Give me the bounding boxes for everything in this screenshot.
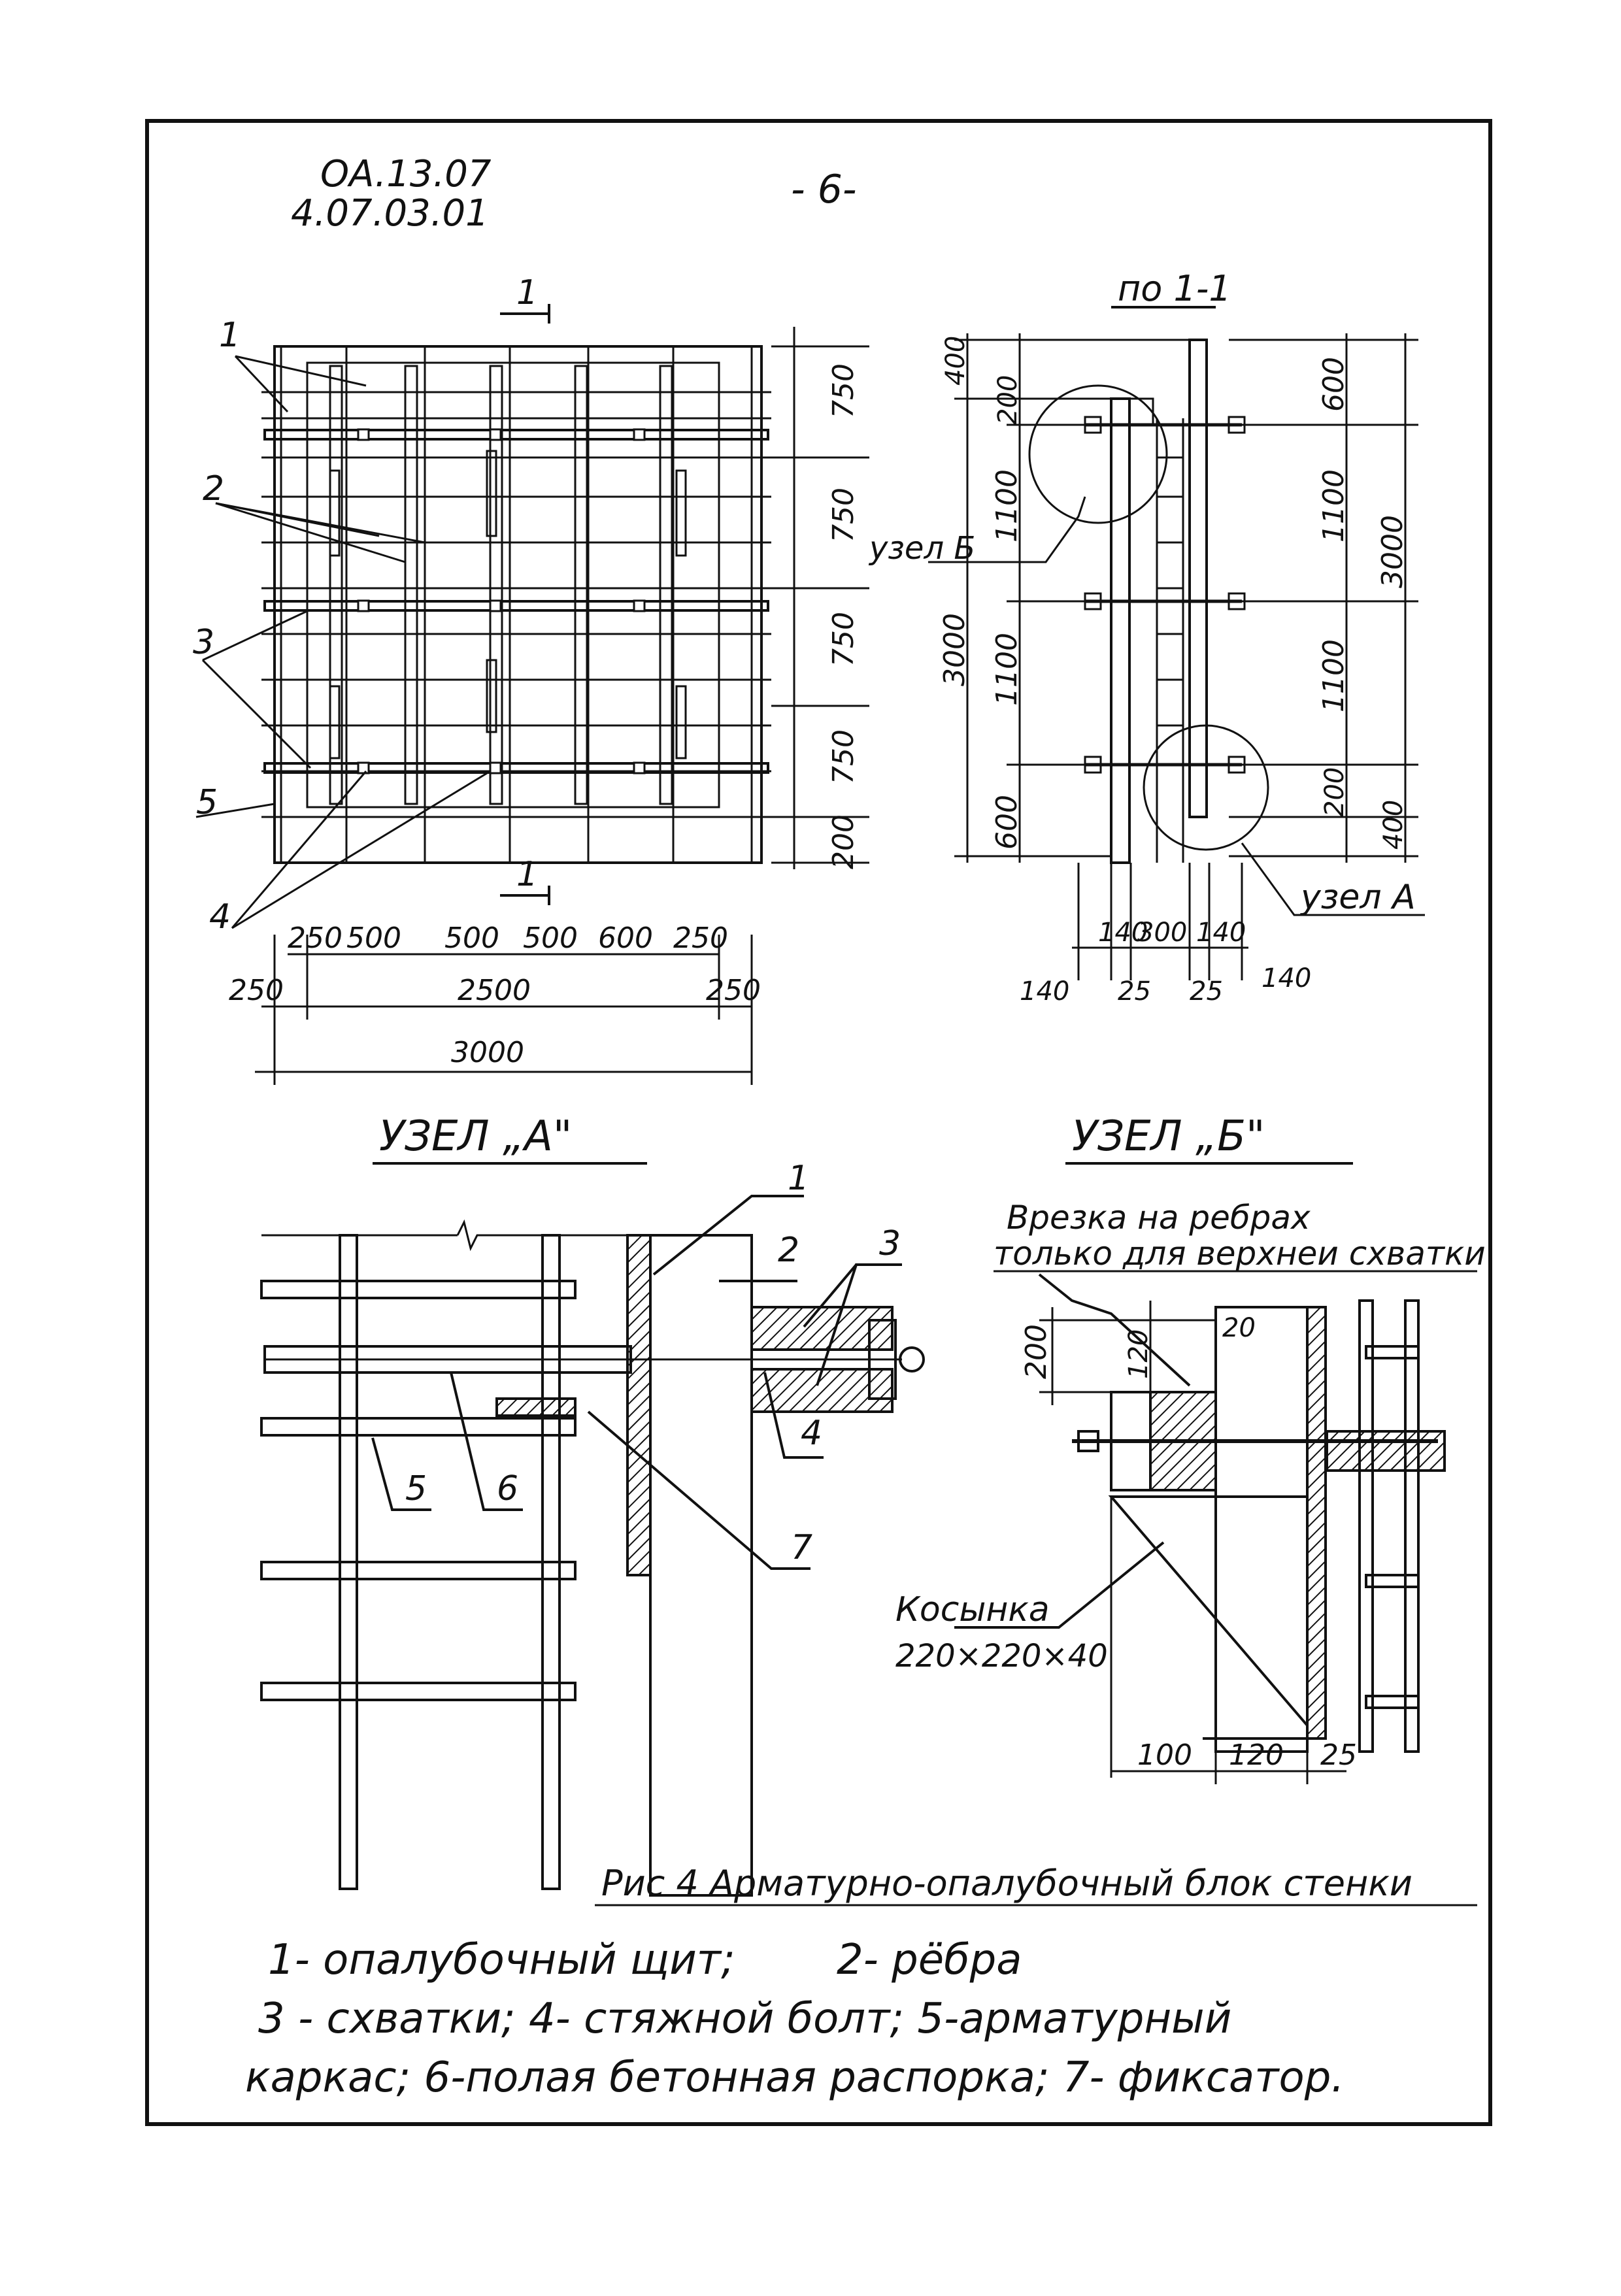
sheet-frame	[145, 119, 1492, 2126]
callout-4: 4	[209, 897, 231, 937]
sec-bot-140-c: 140	[1020, 976, 1069, 1007]
dim-600: 600	[598, 922, 653, 955]
elevation-bottom-dims	[255, 935, 753, 1085]
sec-bot-25-b: 25	[1190, 976, 1223, 1007]
section-mark-top: 1	[516, 273, 538, 312]
sec-dim-1100-right-a: 1100	[1317, 469, 1350, 542]
sec-dim-400-bottom: 400	[1379, 800, 1409, 850]
dim-750-c: 750	[827, 612, 860, 667]
elevation-view	[195, 304, 771, 929]
sec-bot-140-b: 140	[1196, 918, 1246, 948]
panel-outline	[273, 345, 763, 864]
dim-250-a: 250	[288, 922, 343, 955]
elevation-right-dim-labels: 750 750 750 750 200	[827, 363, 860, 869]
node-b-label: узел Б	[868, 530, 975, 567]
sec-dim-3000-right: 3000	[1376, 515, 1409, 588]
sec-dim-400-top: 400	[941, 336, 971, 386]
tie-bolts	[357, 428, 646, 774]
callout-3: 3	[193, 623, 214, 662]
elevation-right-dims	[771, 327, 869, 869]
node-a-callout-3: 3	[879, 1224, 901, 1263]
node-a-callout-6: 6	[497, 1469, 518, 1508]
ribs	[329, 365, 673, 805]
section-labels: по 1-1 400 3000 200 1100 1100 600 600 11…	[868, 268, 1416, 1007]
elevation-labels: 1 1 1 2 3 5 4	[193, 273, 538, 937]
node-a-label: узел А	[1299, 878, 1416, 917]
legend-line2: 3 - схватки; 4- стяжной болт; 5-арматурн…	[258, 1995, 1231, 2043]
dim-500-b: 500	[444, 922, 499, 955]
node-b-bot-100: 100	[1137, 1739, 1192, 1772]
sec-dim-1100-left-a: 1100	[990, 469, 1024, 542]
node-a-callout-5: 5	[405, 1469, 427, 1508]
sec-dim-600-left: 600	[990, 795, 1024, 850]
node-a-callout-2: 2	[778, 1231, 799, 1270]
sec-bot-25-a: 25	[1118, 976, 1151, 1007]
node-b-note-line2: только для верхнеи схватки	[994, 1235, 1486, 1273]
callout-2: 2	[203, 469, 224, 508]
sec-dim-200-left: 200	[993, 375, 1023, 425]
node-a-title: УЗЕЛ „А"	[379, 1112, 572, 1161]
node-b-bot-25: 25	[1320, 1739, 1357, 1772]
doc-code-line2: 4.07.03.01	[291, 192, 489, 235]
sec-dim-200-right: 200	[1320, 767, 1350, 817]
node-a-circle	[1143, 724, 1269, 851]
dim-3000: 3000	[451, 1036, 524, 1069]
node-b-note-line1: Врезка на ребрах	[1007, 1199, 1311, 1237]
dim-2500: 2500	[458, 974, 531, 1007]
sec-bot-140-a: 140	[1098, 918, 1148, 948]
node-a-callout-1: 1	[788, 1159, 809, 1198]
doc-code-line1: OA.13.07	[320, 153, 492, 195]
node-b-labels: 200 120 20 Косынка 220×220×40 100 120 25	[895, 1313, 1357, 1772]
node-a-callout-7: 7	[791, 1528, 812, 1567]
node-b-dim-200: 200	[1020, 1324, 1053, 1379]
sec-dim-1100-left-b: 1100	[990, 633, 1024, 706]
dim-250-b: 250	[673, 922, 728, 955]
legend-line1-a: 1- опалубочный щит;	[268, 1936, 735, 1984]
dim-250-c: 250	[229, 974, 284, 1007]
sec-bot-140-d: 140	[1262, 963, 1311, 993]
node-b-title: УЗЕЛ „Б"	[1072, 1112, 1265, 1161]
gusset-size: 220×220×40	[895, 1638, 1108, 1674]
sec-dim-600-right: 600	[1317, 357, 1350, 412]
sec-bot-300: 300	[1137, 918, 1187, 948]
node-b-dim-120: 120	[1124, 1329, 1154, 1379]
header: OA.13.07 4.07.03.01 - 6-	[291, 153, 857, 235]
dim-750-d: 750	[827, 729, 860, 784]
wales	[263, 429, 769, 774]
dim-200: 200	[827, 814, 860, 869]
rebar-verticals	[280, 346, 753, 863]
dim-500-a: 500	[346, 922, 401, 955]
page-number: - 6-	[791, 167, 857, 212]
callout-5: 5	[196, 783, 218, 822]
dim-500-c: 500	[523, 922, 578, 955]
section-1-1	[928, 306, 1425, 980]
node-b-circle	[1028, 384, 1168, 524]
node-a-detail	[260, 1195, 925, 1897]
sec-dim-3000-left: 3000	[938, 613, 971, 686]
node-a-callouts: 1 2 3 4 5 6 7	[405, 1159, 901, 1567]
legend: 1- опалубочный щит; 2- рёбра 3 - схватки…	[245, 1936, 1345, 2102]
elevation-bottom-dim-labels: 250 500 500 500 600 250 250 2500 250 300…	[229, 922, 761, 1069]
dim-750-a: 750	[827, 363, 860, 418]
gusset-label: Косынка	[895, 1590, 1050, 1629]
node-b-detail	[954, 1273, 1446, 1784]
dim-750-b: 750	[827, 488, 860, 542]
callout-1: 1	[219, 316, 241, 355]
sec-dim-1100-right-b: 1100	[1317, 639, 1350, 712]
rebar-horizontals	[261, 391, 771, 818]
legend-line1-b: 2- рёбра	[837, 1936, 1022, 1984]
node-a-callout-4: 4	[801, 1414, 822, 1453]
figure-caption: Рис 4 Арматурно-опалубочный блок стенки	[601, 1863, 1412, 1904]
node-b-bot-120: 120	[1229, 1739, 1284, 1772]
section-title: по 1-1	[1118, 268, 1231, 309]
section-mark-bottom: 1	[516, 855, 538, 894]
node-b-dim-20: 20	[1222, 1313, 1256, 1343]
dim-250-d: 250	[706, 974, 761, 1007]
legend-line3: каркас; 6-полая бетонная распорка; 7- фи…	[245, 2054, 1345, 2102]
